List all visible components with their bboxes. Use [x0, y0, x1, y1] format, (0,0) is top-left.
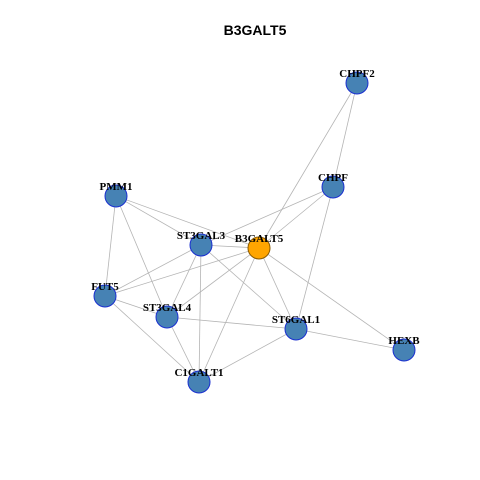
node-chpf: CHPF — [318, 172, 348, 199]
edge-pmm1-st3gal3 — [115, 195, 202, 246]
node-label-fut5: FUT5 — [91, 281, 119, 293]
edge-chpf-b3galt5 — [258, 186, 334, 249]
edge-b3galt5-st6gal1 — [258, 247, 297, 330]
node-label-st3gal4: ST3GAL4 — [143, 302, 192, 314]
node-label-st3gal3: ST3GAL3 — [177, 230, 226, 242]
node-circle-c1galt1 — [187, 370, 211, 394]
node-label-pmm1: PMM1 — [100, 181, 133, 193]
node-circle-chpf — [321, 175, 345, 199]
node-circle-fut5 — [93, 284, 117, 308]
node-pmm1: PMM1 — [100, 181, 133, 208]
node-circle-chpf2 — [345, 71, 369, 95]
node-circle-st3gal3 — [189, 233, 213, 257]
edge-b3galt5-st3gal4 — [166, 247, 260, 318]
node-c1galt1: C1GALT1 — [174, 367, 224, 394]
node-st3gal4: ST3GAL4 — [143, 302, 192, 329]
node-b3galt5: B3GALT5 — [235, 233, 284, 260]
edge-st3gal3-st6gal1 — [200, 244, 297, 330]
edge-b3galt5-hexb — [258, 247, 405, 351]
node-st3gal3: ST3GAL3 — [177, 230, 226, 257]
node-fut5: FUT5 — [91, 281, 119, 308]
edge-chpf2-b3galt5 — [258, 82, 358, 249]
edge-chpf2-chpf — [332, 82, 358, 188]
edges-layer — [104, 82, 405, 383]
node-label-st6gal1: ST6GAL1 — [272, 314, 320, 326]
node-label-chpf: CHPF — [318, 172, 348, 184]
node-label-hexb: HEXB — [388, 335, 420, 347]
node-st6gal1: ST6GAL1 — [272, 314, 320, 341]
node-label-b3galt5: B3GALT5 — [235, 233, 284, 245]
node-circle-st6gal1 — [284, 317, 308, 341]
edge-st6gal1-c1galt1 — [198, 328, 297, 383]
edge-st3gal3-st3gal4 — [166, 244, 202, 318]
edge-chpf-st6gal1 — [295, 186, 334, 330]
edge-st3gal3-c1galt1 — [198, 244, 202, 383]
edge-st3gal3-fut5 — [104, 244, 202, 297]
edge-pmm1-b3galt5 — [115, 195, 260, 249]
node-circle-st3gal4 — [155, 305, 179, 329]
node-chpf2: CHPF2 — [339, 68, 375, 95]
edge-pmm1-st3gal4 — [115, 195, 168, 318]
node-hexb: HEXB — [388, 335, 420, 362]
edge-st3gal4-c1galt1 — [166, 316, 200, 383]
node-label-c1galt1: C1GALT1 — [174, 367, 223, 379]
node-label-chpf2: CHPF2 — [339, 68, 375, 80]
edge-st6gal1-hexb — [295, 328, 405, 351]
edge-pmm1-fut5 — [104, 195, 117, 297]
node-circle-pmm1 — [104, 184, 128, 208]
edge-fut5-c1galt1 — [104, 295, 200, 383]
node-circle-hexb — [392, 338, 416, 362]
edge-b3galt5-fut5 — [104, 247, 260, 297]
node-circle-b3galt5 — [247, 236, 271, 260]
edge-b3galt5-c1galt1 — [198, 247, 260, 383]
graph-title: B3GALT5 — [224, 22, 287, 38]
edge-st3gal4-st6gal1 — [166, 316, 297, 330]
